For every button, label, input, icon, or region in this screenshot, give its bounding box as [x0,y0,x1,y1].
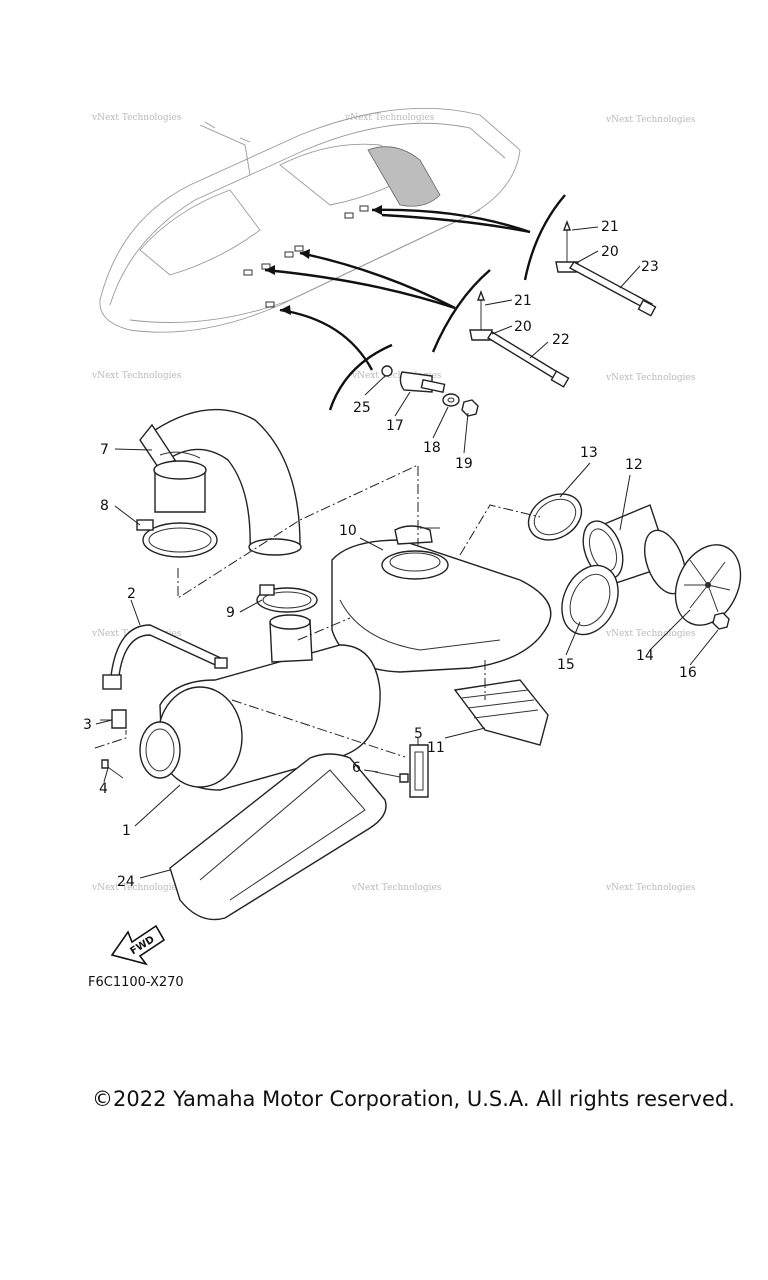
callout-8: 8 [100,498,109,514]
callout-21a: 21 [601,219,619,235]
hose-clamp-9 [256,584,318,613]
strap [102,624,228,690]
callout-20b: 20 [514,319,532,335]
callout-13: 13 [580,445,598,461]
copyright-notice: ©2022 Yamaha Motor Corporation, U.S.A. A… [92,1087,735,1111]
callout-23: 23 [641,259,659,275]
watermark: vNext Technologies [351,371,442,381]
watermark: vNext Technologies [605,373,696,383]
leader-lines [95,226,719,879]
gasket-and-bolt [374,744,429,798]
callout-10: 10 [339,523,357,539]
watermark: vNext Technologies [344,113,435,123]
callout-11: 11 [427,740,445,756]
callout-12: 12 [625,457,643,473]
callout-4: 4 [99,781,108,797]
watermark: vNext Technologies [605,629,696,639]
watermark: vNext Technologies [605,883,696,893]
rubber-pad [453,679,549,746]
hose-clamp-8 [136,519,218,558]
watermark: vNext Technologies [91,371,182,381]
callout-20a: 20 [601,244,619,260]
watermark: vNext Technologies [91,883,182,893]
outlet-hose-assembly [527,493,687,595]
callouts: 1 2 3 4 5 6 7 8 9 10 11 12 13 14 15 16 1… [83,219,697,890]
watermark: vNext Technologies [351,883,442,893]
lower-cover [169,753,387,921]
callout-3: 3 [83,717,92,733]
fwd-arrow-icon: FWD [110,924,166,966]
figure-code: F6C1100-X270 [88,975,184,990]
fitting-group [381,365,479,417]
callout-16: 16 [679,665,697,681]
location-arrows [264,194,566,411]
callout-5: 5 [414,726,423,742]
water-lock-tank [331,525,552,673]
callout-9: 9 [226,605,235,621]
watermark: vNext Technologies [91,113,182,123]
callout-1: 1 [122,823,131,839]
callout-21b: 21 [514,293,532,309]
callout-25: 25 [353,400,371,416]
callout-17: 17 [386,418,404,434]
watermark: vNext Technologies [605,115,696,125]
callout-7: 7 [100,442,109,458]
callout-18: 18 [423,440,441,456]
callout-14: 14 [636,648,654,664]
fastener-group-upper [555,220,657,317]
callout-2: 2 [127,586,136,602]
outlet-plate-group [561,544,742,636]
watercraft-outline [99,107,521,333]
callout-6: 6 [352,760,361,776]
assembly-lines [94,464,541,758]
callout-24: 24 [117,874,135,890]
callout-15: 15 [557,657,575,673]
callout-19: 19 [455,456,473,472]
callout-22: 22 [552,332,570,348]
parts-diagram: vNext Technologies vNext Technologies vN… [83,107,742,966]
bracket-and-bolt [100,709,127,779]
elbow-hose [139,408,302,556]
fastener-group-lower [469,290,570,388]
